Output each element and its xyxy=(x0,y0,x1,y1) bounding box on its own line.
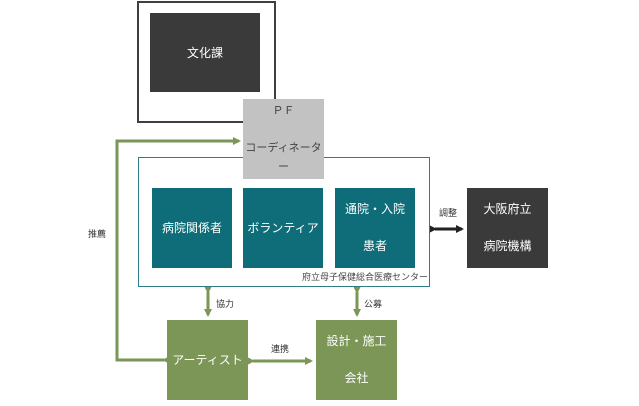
chosei-label: 調整 xyxy=(439,209,458,219)
patients-label-line2: 患者 xyxy=(362,239,387,254)
renkei-label: 連携 xyxy=(271,345,290,355)
bunka-node: 文化課 xyxy=(150,13,260,92)
patients-label-line1: 通院・入院 xyxy=(344,202,405,217)
osaka-label-line1: 大阪府立 xyxy=(483,202,532,217)
osaka-label-line2: 病院機構 xyxy=(483,239,532,254)
pf-coordinator-label-line1: ＰＦ xyxy=(272,103,295,117)
patients-node: 通院・入院 患者 xyxy=(335,188,415,268)
hospital-staff-node: 病院関係者 xyxy=(152,188,232,268)
design-construction-label-line1: 設計・施工 xyxy=(326,334,387,349)
suisen-label: 推薦 xyxy=(88,230,107,240)
design-construction-label-line2: 会社 xyxy=(344,371,369,386)
pf-coordinator-node: ＰＦ コーディネーター xyxy=(243,99,324,179)
pf-coordinator-label-line2: コーディネーター xyxy=(245,141,322,173)
osaka-hospital-org-node: 大阪府立 病院機構 xyxy=(467,188,548,268)
artist-node: アーティスト xyxy=(167,320,248,400)
medical-center-label: 府立母子保健総合医療センター xyxy=(301,273,428,283)
design-construction-node: 設計・施工 会社 xyxy=(316,320,397,400)
volunteer-node: ボランティア xyxy=(243,188,323,268)
suisen-connector xyxy=(115,137,241,364)
kobo-label: 公募 xyxy=(364,300,383,310)
kyoryoku-label: 協力 xyxy=(216,300,235,310)
